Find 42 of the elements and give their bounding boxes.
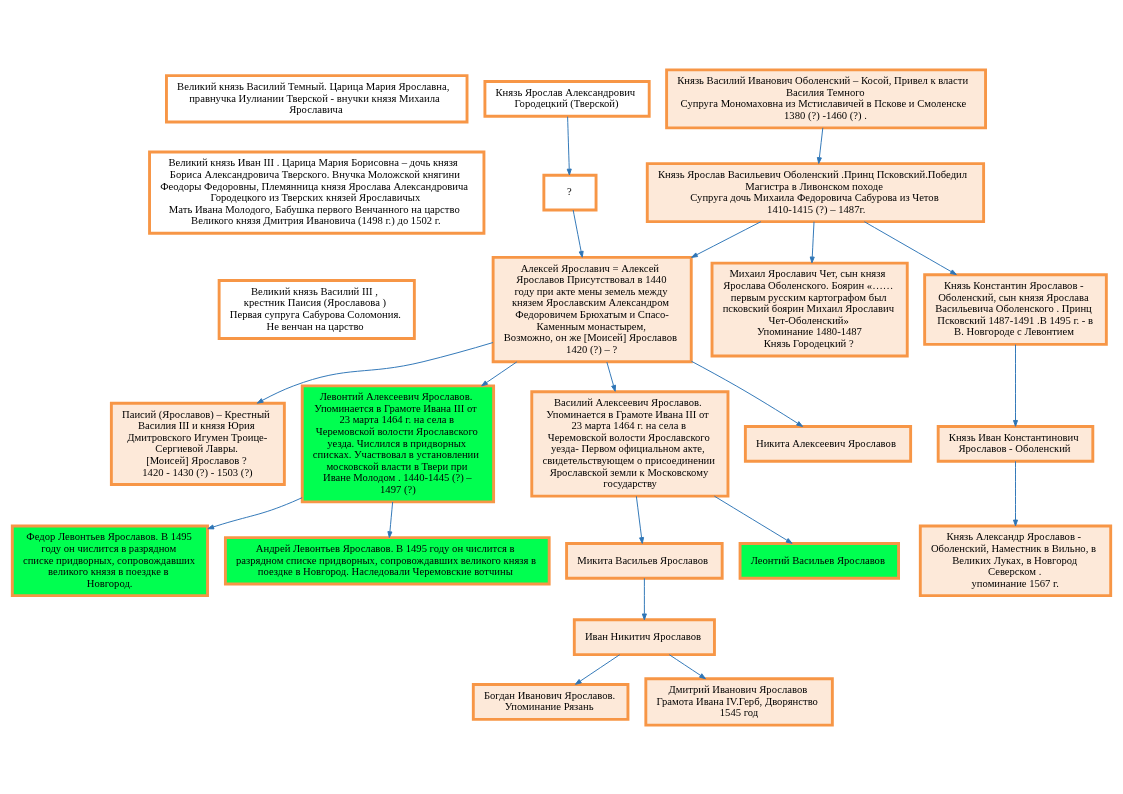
arrow: [387, 501, 394, 538]
node-box: Великий князь Василий Темный. Царица Мария Ярославна, правнучка Иулиании Тверской - внучки князя Михаила Ярославича: [165, 73, 469, 123]
node-box: Микита Васильев Ярославов: [565, 541, 724, 580]
arrow: [207, 496, 303, 529]
node-box: Иван Никитич Ярославов: [572, 617, 716, 656]
arrow: [574, 653, 621, 685]
node-box: Великий князь Василий III , крестник Паисия (Ярославова ) Первая супруга Сабурова Соломония. Не венчан на царство: [217, 278, 416, 340]
arrow: [641, 577, 647, 620]
node-box: Алексей Ярославич = Алексей Ярославов Присутствовал в 1440 году при акте мены земель между князем Ярославским Александром Федоровичем Брюхатым и Спасо-Каменным монастырем, Возможно, он же [Моисей] Ярославов 1420 (?) – ?: [491, 255, 693, 363]
arrow: [809, 220, 815, 263]
node-box: ?: [542, 173, 598, 211]
node-box: Дмитрий Иванович Ярославов Грамота Ивана IV.Герб, Дворянство 1545 год: [644, 676, 834, 727]
node-box: Василий Алексеевич Ярославов. Упоминается в Грамоте Ивана III от 23 марта 1464 г. на села в Черемовской волости Ярославского уезда- Первом официальном акте, свидетельствующем о присоединении Ярославской земли к Московскому государству: [530, 389, 730, 498]
arrow: [863, 220, 957, 275]
arrow: [691, 360, 804, 427]
arrow: [1013, 460, 1018, 526]
arrow: [1013, 343, 1018, 427]
arrow: [566, 115, 572, 175]
node-box: Левонтий Алексеевич Ярославов. Упоминается в Грамоте Ивана III от 23 марта 1464 г. на села в Черемовской волости Ярославского уезда. Числился в придворных списках. Участвовал в установлении московской власти в Твери при Иване Молодом . 1440-1445 (?) – 1497 (?): [300, 383, 496, 503]
node-box: Михаил Ярославич Чет, сын князя Ярослава Оболенского. Боярин «…… первым русским картографом был псковский боярин Михаил Ярославич Чет-Оболенский» Упоминание 1480-1487 Князь Городецкий ?: [710, 261, 909, 357]
arrow: [606, 361, 617, 392]
node-box: Князь Василий Иванович Оболенский – Косой, Привел к власти Василия Темного Супруга Мономаховна из Мстиславичей в Пскове и Смоленске 1380 (?) -1460 (?) .: [665, 67, 987, 129]
node-box: Князь Константин Ярославов - Оболенский, сын князя Ярослава Васильевича Оболенского . Принц Псковский 1487-1491 .В 1495 г. - в В. Новгороде с Левонтием: [923, 272, 1108, 346]
arrow: [691, 220, 762, 258]
arrow: [713, 495, 793, 544]
node-box: Андрей Левонтьев Ярославов. В 1495 году он числится в разрядном списке придворных, сопровождавших великого князя в поездке в Новгород. Наследовали Черемовские вотчины: [223, 535, 551, 585]
node-box: Князь Иван Константинович Ярославов - Оболенский: [936, 424, 1095, 463]
node-box: Богдан Иванович Ярославов. Упоминание Рязань: [471, 682, 630, 721]
node-box: Паисий (Ярославов) – Крестный Василия III и князя Юрия Дмитровского Игумен Троице-Сергиевой Лавры. [Моисей] Ярославов ? 1420 - 1430 (?) - 1503 (?): [109, 401, 286, 486]
arrow: [668, 653, 706, 679]
arrow: [816, 126, 824, 164]
arrow: [572, 209, 584, 258]
node-box: Князь Александр Ярославов - Оболенский, Наместник в Вильно, в Великих Луках, в Новгород Северском . упоминание 1567 г.: [918, 524, 1113, 597]
node-box: Никита Алексеевич Ярославов: [743, 424, 913, 463]
arrow: [481, 360, 518, 386]
node-box: Великий князь Иван III . Царица Мария Борисовна – дочь князя Бориса Александровича Тверского. Внучка Моложской княгини Феодоры Федоровны, Племянница князя Ярослава Александровича Городецкого из Тверских князей Ярославичых Мать Ивана Молодого, Бабушка первого Венчанного на царство Великого князя Дмитрия Ивановича (1498 г.) до 1502 г.: [148, 150, 486, 235]
arrow: [256, 341, 494, 404]
node-box: Леонтий Васильев Ярославов: [738, 541, 900, 580]
node-box: Князь Ярослав Александрович Городецкий (Тверской): [483, 79, 651, 118]
arrow: [635, 495, 645, 544]
node-box: Князь Ярослав Васильевич Оболенский .Принц Псковский.Победил Магистра в Ливонском походе Супруга дочь Михаила Федоровича Сабурова из Четов 1410-1415 (?) – 1487г.: [645, 161, 986, 223]
node-box: Федор Левонтьев Ярославов. В 1495 году он числится в разрядном списке придворных, сопровождавших великого князя в поездке в Новгород.: [10, 524, 209, 597]
